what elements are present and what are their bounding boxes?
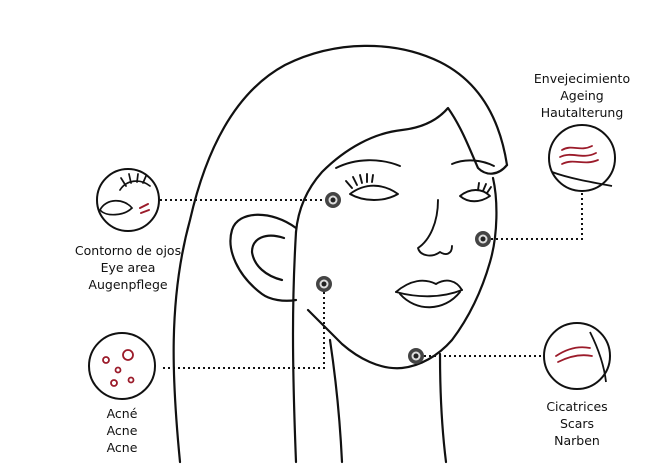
ear-inner — [250, 234, 286, 282]
jaw-line — [306, 176, 498, 370]
eyebrow-left — [335, 159, 401, 169]
label-acne-en: Acne — [107, 423, 138, 438]
callout-eye-area — [96, 168, 160, 232]
scar-skin-edge — [589, 331, 607, 383]
lashes-right — [477, 182, 492, 194]
neck-right — [438, 352, 448, 464]
marker-acne — [316, 276, 332, 292]
eye-icon — [98, 173, 151, 216]
eyebrow-right — [451, 159, 495, 167]
callout-scars — [543, 322, 611, 390]
label-acne-es: Acné — [107, 406, 138, 421]
marker-ageing — [475, 231, 491, 247]
scar-icon — [555, 346, 593, 363]
leader-acne — [160, 292, 325, 369]
marker-scars — [408, 348, 424, 364]
callout-acne — [88, 332, 156, 400]
lip-line — [395, 289, 463, 298]
neck-left — [328, 338, 344, 464]
skin-edge — [551, 171, 613, 187]
upper-lip — [395, 279, 463, 293]
treatment-markers — [316, 192, 491, 364]
ear — [229, 213, 298, 302]
label-acne-de: Acne — [107, 440, 138, 455]
label-ageing-de: Hautalterung — [541, 105, 624, 120]
eye-right — [459, 189, 491, 203]
leader-ageing — [491, 190, 583, 240]
label-ageing: Envejecimiento Ageing Hautalterung — [534, 71, 630, 120]
wrinkles-icon — [559, 145, 599, 165]
label-scars-es: Cicatrices — [546, 399, 607, 414]
callout-ageing — [548, 124, 616, 192]
acne-spots-icon — [102, 349, 135, 387]
hairline — [291, 230, 298, 464]
eye-left — [349, 184, 399, 201]
label-scars-de: Narben — [554, 433, 600, 448]
label-eye-area-de: Augenpflege — [88, 277, 167, 292]
label-ageing-en: Ageing — [560, 88, 604, 103]
face-illustration — [172, 44, 509, 464]
label-scars: Cicatrices Scars Narben — [546, 399, 607, 448]
hair-outline — [172, 44, 509, 464]
label-scars-en: Scars — [560, 416, 594, 431]
leader-lines — [160, 190, 583, 369]
nose — [417, 199, 453, 257]
lashes-left — [345, 173, 374, 189]
label-acne: Acné Acne Acne — [107, 406, 138, 455]
bangs-outline — [294, 106, 509, 234]
facial-features — [335, 159, 495, 309]
marker-eye-area — [325, 192, 341, 208]
label-ageing-es: Envejecimiento — [534, 71, 630, 86]
eye-area-accent — [139, 203, 150, 214]
label-eye-area-en: Eye area — [101, 260, 156, 275]
label-eye-area-es: Contorno de ojos — [75, 243, 181, 258]
lower-lip — [399, 291, 461, 309]
label-eye-area: Contorno de ojos Eye area Augenpflege — [75, 243, 181, 292]
